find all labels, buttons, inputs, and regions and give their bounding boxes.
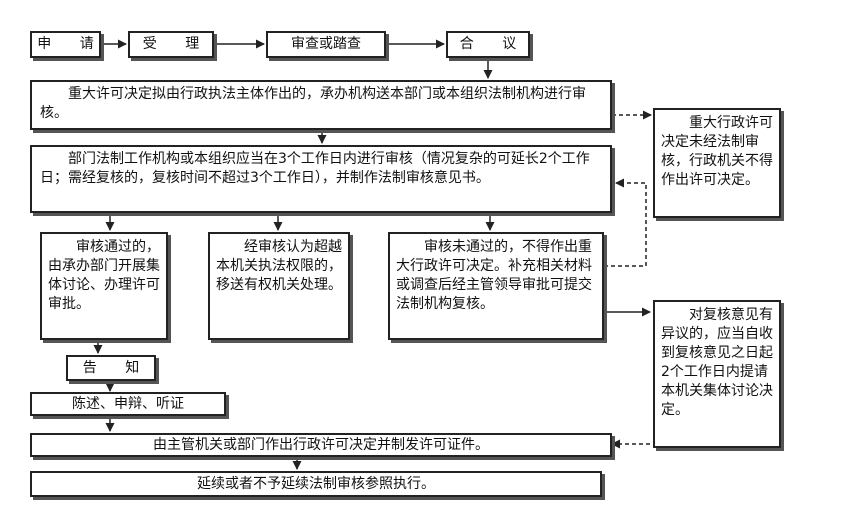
step-accept: 受 理 bbox=[128, 31, 214, 58]
box-objection: 对复核意见有异议的，应当自收到复核意见之日起2个工作日内提请本机关集体讨论决定。 bbox=[653, 300, 781, 448]
box-passed: 审核通过的，由承办部门开展集体讨论、办理许可审批。 bbox=[40, 232, 168, 340]
step-review: 审查或踏查 bbox=[266, 31, 386, 58]
box-beyond-authority: 经审核认为超越本机关执法权限的，移送有权机关处理。 bbox=[208, 232, 350, 340]
box-legal-review: 部门法制工作机构或本组织应当在3个工作日内进行审核（情况复杂的可延长2个工作日；… bbox=[30, 145, 612, 213]
box-hearing: 陈述、申辩、听证 bbox=[30, 392, 226, 416]
box-renewal: 延续或者不予延续法制审核参照执行。 bbox=[30, 471, 602, 497]
dashed-notpassed-loop bbox=[604, 178, 647, 267]
box-not-passed: 审核未通过的，不得作出重大行政许可决定。补充相关材料或调查后经主管领导审批可提交… bbox=[388, 232, 604, 340]
box-submit: 重大许可决定拟由行政执法主体作出的，承办机构送本部门或本组织法制机构进行审核。 bbox=[30, 80, 612, 130]
box-decision: 由主管机关或部门作出行政许可决定并制发许可证件。 bbox=[30, 433, 612, 457]
box-notify: 告 知 bbox=[66, 355, 156, 381]
box-no-review-warning: 重大行政许可决定未经法制审核，行政机关不得作出许可决定。 bbox=[653, 108, 781, 218]
step-deliberate: 合 议 bbox=[446, 31, 530, 58]
step-apply: 申 请 bbox=[30, 31, 101, 58]
